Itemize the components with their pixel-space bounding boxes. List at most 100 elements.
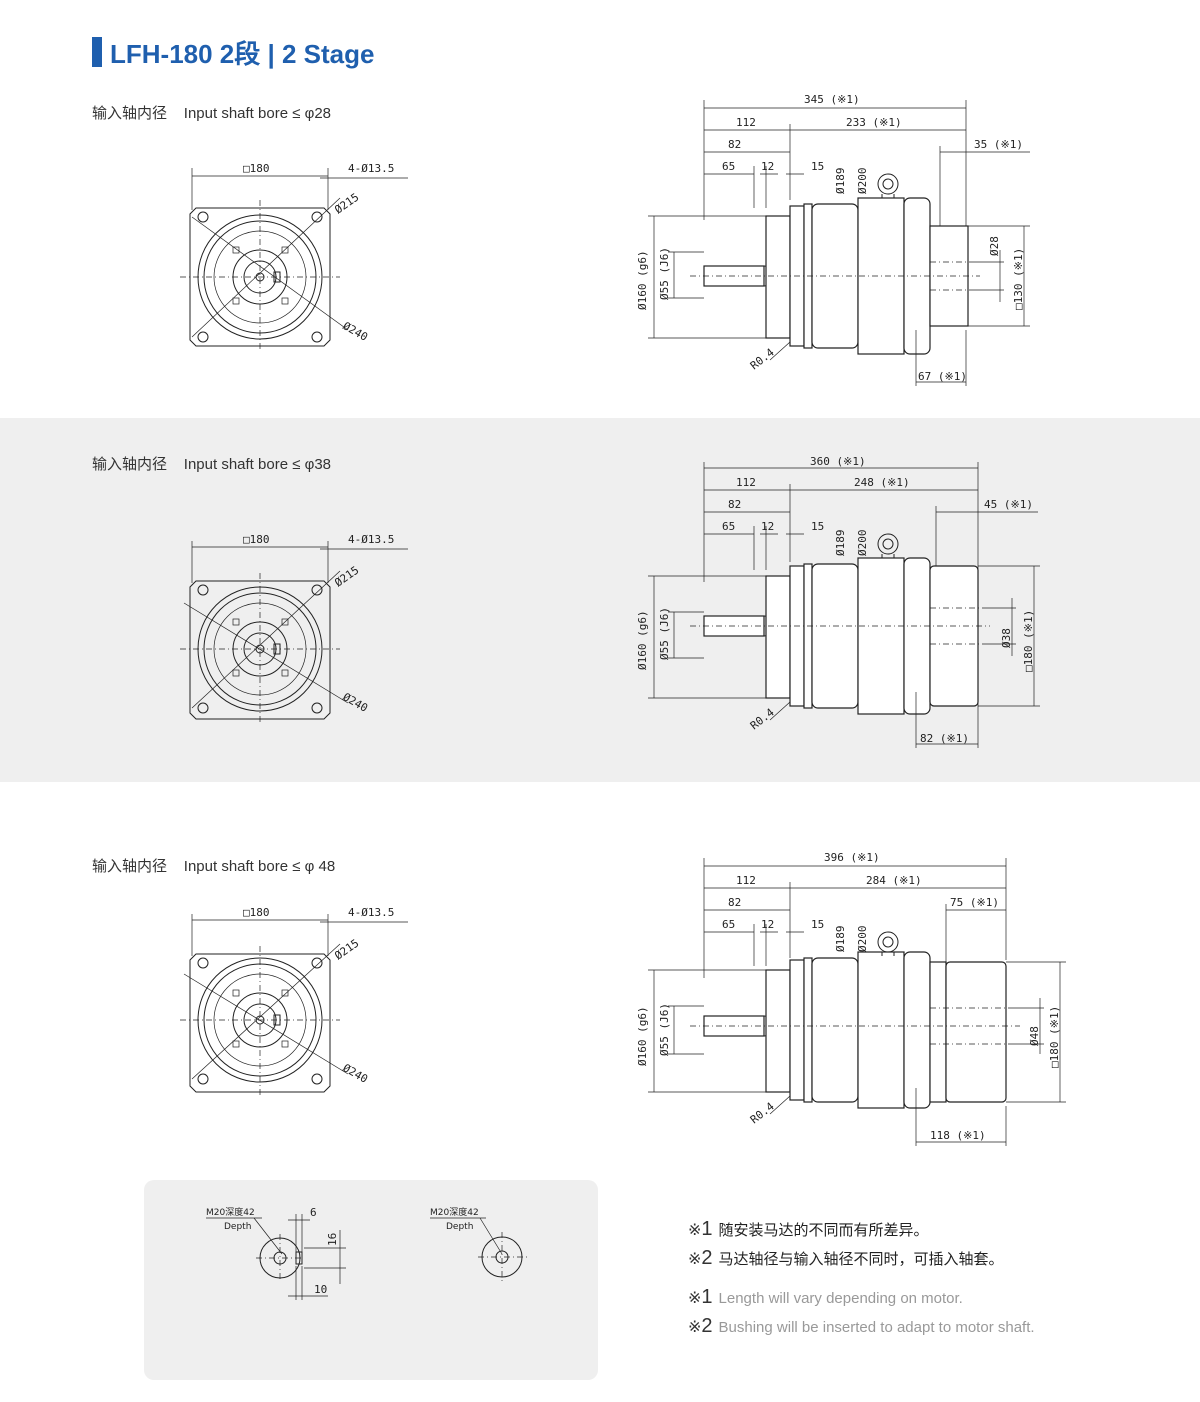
dim-82: 82 xyxy=(728,896,741,909)
dim-12: 12 xyxy=(761,160,774,173)
bore-label-zh: 输入轴内径 xyxy=(92,104,168,122)
holes-label: 4-Ø13.5 xyxy=(348,533,394,546)
note-text: 马达轴径与输入轴径不同时，可插入轴套。 xyxy=(718,1250,1004,1268)
dim-d160: Ø160 (g6) xyxy=(636,610,649,670)
dim-d189: Ø189 xyxy=(834,530,847,557)
pcd-label: Ø215 xyxy=(332,937,361,963)
bore-label-en: Input shaft bore ≤ φ28 xyxy=(183,105,332,122)
outer-dia-label: Ø240 xyxy=(341,319,370,344)
dim-d200: Ø200 xyxy=(856,530,869,557)
dim-16: 16 xyxy=(326,1233,339,1246)
dim-82: 82 xyxy=(728,498,741,511)
outer-dia-label: Ø240 xyxy=(341,1061,370,1086)
dim-12: 12 xyxy=(761,918,774,931)
dim-total: 396 (※1) xyxy=(824,851,880,864)
note-number: 2 xyxy=(701,1247,713,1269)
dim-d160: Ø160 (g6) xyxy=(636,1006,649,1066)
side-view-3: 396 (※1) 112 284 (※1) 82 75 (※1) 65 12 1… xyxy=(636,851,1066,1146)
page-title: LFH-180 2段 | 2 Stage xyxy=(92,36,375,69)
holes-label: 4-Ø13.5 xyxy=(348,162,394,175)
dim-d55: Ø55 (J6) xyxy=(658,1003,671,1056)
dim-6: 6 xyxy=(310,1206,317,1219)
square-label: □180 xyxy=(243,533,270,546)
note-mark: ※ xyxy=(688,1288,702,1307)
dim-m: 45 (※1) xyxy=(984,498,1033,511)
dim-sq: □180 (※1) xyxy=(1048,1006,1061,1068)
note-mark: ※ xyxy=(688,1317,702,1336)
dim-15: 15 xyxy=(811,520,824,533)
note-text: Length will vary depending on motor. xyxy=(718,1290,963,1307)
front-view-3: □180 4-Ø13.5 Ø215 Ø240 xyxy=(180,906,408,1096)
outer-dia-label: Ø240 xyxy=(341,690,370,715)
dim-15: 15 xyxy=(811,160,824,173)
bore-label-zh: 输入轴内径 xyxy=(92,857,168,875)
depth-label: Depth xyxy=(224,1222,251,1232)
square-label: □180 xyxy=(243,906,270,919)
title-text: LFH-180 2段 | 2 Stage xyxy=(110,38,375,69)
dim-r: R0.4 xyxy=(748,1100,777,1127)
dim-d55: Ø55 (J6) xyxy=(658,607,671,660)
shaft-detail-box xyxy=(144,1180,598,1380)
dim-12: 12 xyxy=(761,520,774,533)
dim-d200: Ø200 xyxy=(856,926,869,953)
dim-m: 35 (※1) xyxy=(974,138,1023,151)
depth-label: Depth xyxy=(446,1222,473,1232)
title-accent-bar xyxy=(92,37,102,67)
dim-d189: Ø189 xyxy=(834,168,847,195)
dim-d55: Ø55 (J6) xyxy=(658,247,671,300)
footnote-en-1: ※1 Length will vary depending on motor. xyxy=(688,1286,1035,1309)
dim-65: 65 xyxy=(722,160,735,173)
dim-d160: Ø160 (g6) xyxy=(636,250,649,310)
dim-112: 112 xyxy=(736,116,756,129)
dim-112: 112 xyxy=(736,874,756,887)
tap-label: M20深度42 xyxy=(430,1206,479,1218)
dim-bottom: 118 (※1) xyxy=(930,1129,986,1142)
shaft-detail-plain: M20深度42 Depth xyxy=(430,1206,530,1282)
tap-label: M20深度42 xyxy=(206,1206,255,1218)
bore-label-zh: 输入轴内径 xyxy=(92,455,168,473)
dim-10: 10 xyxy=(314,1283,327,1296)
note-text: Bushing will be inserted to adapt to mot… xyxy=(718,1319,1035,1336)
side-view-1: 345 (※1) 112 233 (※1) 82 35 (※1) 65 12 1… xyxy=(636,93,1030,386)
dim-112: 112 xyxy=(736,476,756,489)
dim-82: 82 xyxy=(728,138,741,151)
square-label: □180 xyxy=(243,162,270,175)
dim-bore: Ø28 xyxy=(988,236,1001,256)
bore-label-3: 输入轴内径 Input shaft bore ≤ φ 48 xyxy=(92,855,335,876)
dim-bore: Ø38 xyxy=(1000,628,1013,648)
dim-b: 233 (※1) xyxy=(846,116,902,129)
front-view-2: □180 4-Ø13.5 Ø215 Ø240 xyxy=(180,533,408,723)
dim-b: 284 (※1) xyxy=(866,874,922,887)
dim-sq: □130 (※1) xyxy=(1012,248,1025,310)
dim-total: 345 (※1) xyxy=(804,93,860,106)
dim-b: 248 (※1) xyxy=(854,476,910,489)
note-number: 1 xyxy=(701,1218,713,1240)
dim-bottom: 82 (※1) xyxy=(920,732,969,745)
holes-label: 4-Ø13.5 xyxy=(348,906,394,919)
note-number: 2 xyxy=(701,1315,713,1337)
dim-r: R0.4 xyxy=(748,706,777,733)
note-mark: ※ xyxy=(688,1249,702,1268)
note-mark: ※ xyxy=(688,1220,702,1239)
pcd-label: Ø215 xyxy=(332,191,361,217)
dim-65: 65 xyxy=(722,520,735,533)
dim-d200: Ø200 xyxy=(856,168,869,195)
side-view-2: 360 (※1) 112 248 (※1) 82 45 (※1) 65 12 1… xyxy=(636,455,1040,748)
bore-label-en: Input shaft bore ≤ φ38 xyxy=(183,456,332,473)
dim-bore: Ø48 xyxy=(1028,1026,1041,1046)
dim-sq: □180 (※1) xyxy=(1022,610,1035,672)
dim-total: 360 (※1) xyxy=(810,455,866,468)
bore-label-1: 输入轴内径 Input shaft bore ≤ φ28 xyxy=(92,102,331,123)
dim-d189: Ø189 xyxy=(834,926,847,953)
pcd-label: Ø215 xyxy=(332,564,361,590)
bore-label-2: 输入轴内径 Input shaft bore ≤ φ38 xyxy=(92,453,331,474)
dim-65: 65 xyxy=(722,918,735,931)
note-number: 1 xyxy=(701,1286,713,1308)
dim-r: R0.4 xyxy=(748,346,777,373)
shaft-detail-keyed: M20深度42 Depth 6 16 10 xyxy=(206,1206,346,1300)
dim-15: 15 xyxy=(811,918,824,931)
dim-bottom: 67 (※1) xyxy=(918,370,967,383)
section-2-background xyxy=(0,418,1200,782)
